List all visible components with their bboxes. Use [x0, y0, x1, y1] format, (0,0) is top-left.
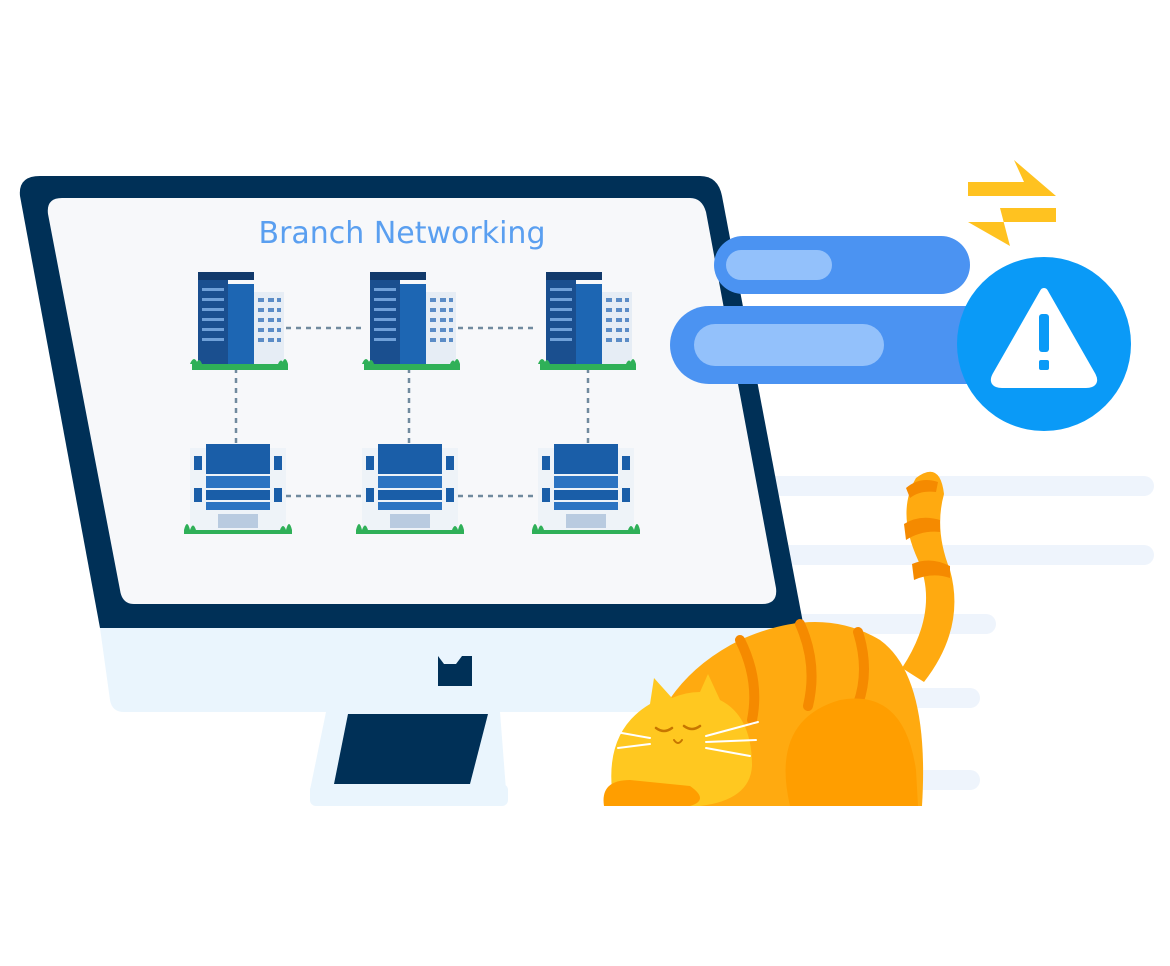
branch-office-node: [356, 444, 464, 534]
branch-office-node: [184, 444, 292, 534]
brand-logo-icon: [438, 656, 472, 686]
warning-triangle-icon: [957, 257, 1131, 431]
monitor-screen: [47, 198, 777, 604]
screen-title: Branch Networking: [258, 216, 545, 251]
status-bars: [670, 236, 1020, 384]
monitor-stand: [310, 712, 508, 806]
whiskers: [615, 721, 759, 757]
sleeping-cat: [603, 471, 955, 806]
swap-arrows-icon: [968, 160, 1056, 246]
network-links: [234, 326, 590, 498]
branch-office-node: [532, 444, 640, 534]
